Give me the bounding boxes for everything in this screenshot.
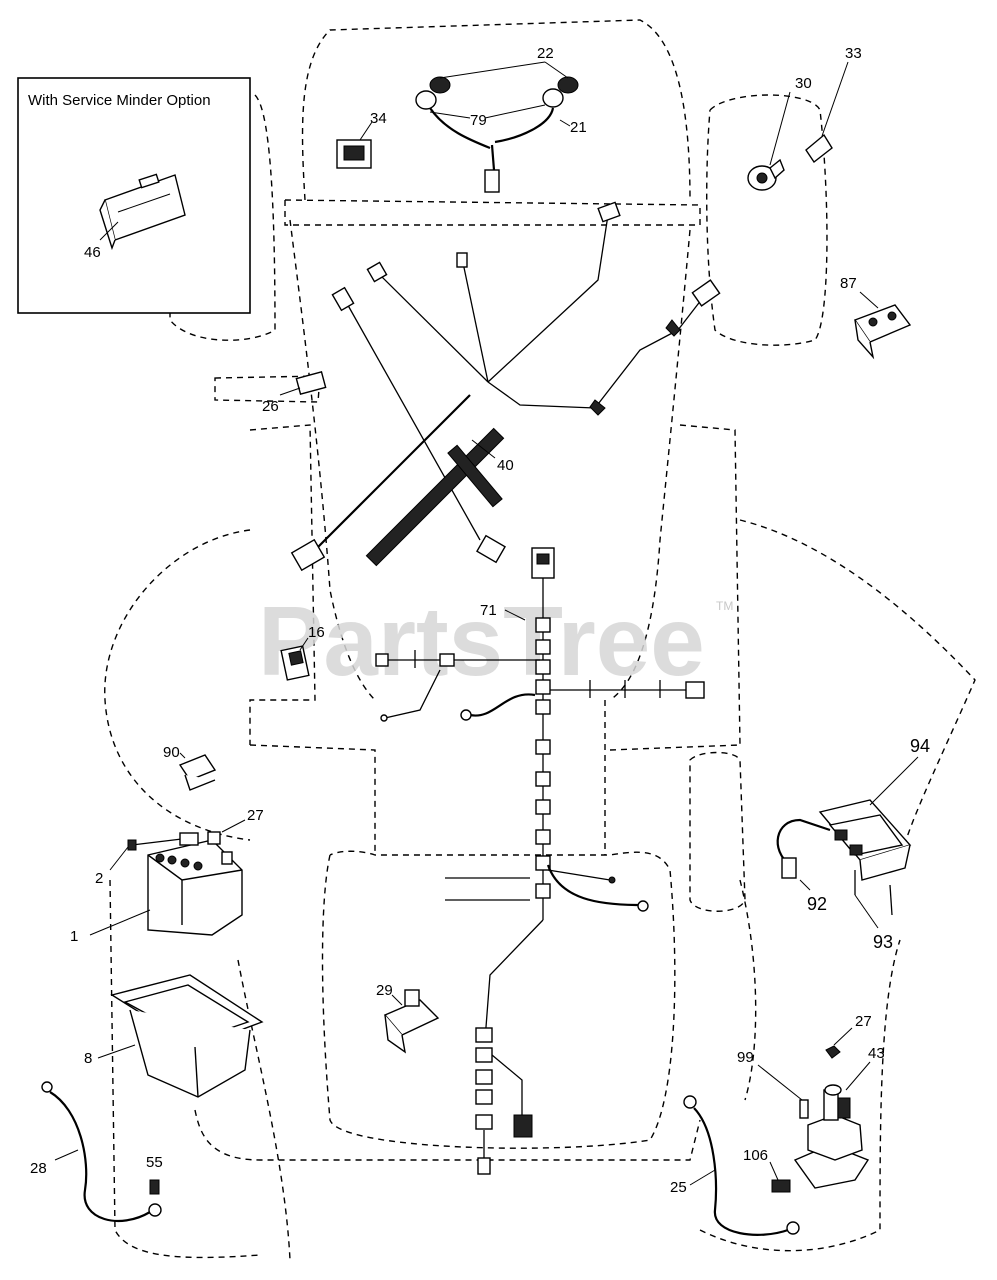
callout-27-solenoid: 27 [855,1013,872,1030]
callout-79: 79 [470,112,487,129]
rear-wire-harness [375,547,705,1175]
watermark-text: PartsTree [258,586,705,696]
clip-icon [799,1099,809,1119]
callout-28: 28 [30,1160,47,1177]
bracket-icon [178,754,217,791]
main-wire-harness [290,201,721,572]
callout-25: 25 [670,1179,687,1196]
control-module-icon [818,799,912,881]
callout-94: 94 [910,736,930,756]
callout-87: 87 [840,275,857,292]
callout-99: 99 [737,1049,754,1066]
callout-30: 30 [795,75,812,92]
callout-106: 106 [743,1147,768,1164]
solenoid-relay-icon [853,304,912,360]
callout-33: 33 [845,45,862,62]
callout-29: 29 [376,982,393,999]
callout-2: 2 [95,870,103,887]
ignition-key-icon [805,133,833,164]
hour-meter-icon [99,173,186,251]
ground-cable-icon [683,1095,800,1236]
callout-55: 55 [146,1154,163,1171]
terminal-bolt-icon [127,831,221,851]
callout-21: 21 [570,119,587,136]
callout-90: 90 [163,744,180,761]
callout-46: 46 [84,244,101,261]
watermark-trademark: TM [716,599,733,613]
chassis-outline [104,19,976,1261]
callout-26: 26 [262,398,279,415]
screw-icon [149,1179,160,1195]
starter-solenoid-icon [793,1084,870,1189]
callout-92: 92 [807,894,827,914]
callout-43: 43 [868,1045,885,1062]
clamp-icon [771,1179,791,1193]
callout-40: 40 [497,457,514,474]
battery-tray-icon [110,974,264,1098]
callout-8: 8 [84,1050,92,1067]
callout-34: 34 [370,110,387,127]
callout-93: 93 [873,932,893,952]
rocker-switch-icon [336,139,372,169]
callout-71: 71 [480,602,497,619]
seat-switch-icon [280,645,310,681]
hex-nut-icon [825,1045,841,1059]
callout-27-battery: 27 [247,807,264,824]
inset-title: With Service Minder Option [28,92,211,109]
battery-icon [147,839,243,936]
callout-1: 1 [70,928,78,945]
ignition-switch-icon [747,158,785,191]
callout-16: 16 [308,624,325,641]
battery-cable-icon [41,1081,162,1223]
callout-22: 22 [537,45,554,62]
reverse-switch-icon [383,989,440,1054]
service-minder-inset: With Service Minder Option 46 [17,77,251,314]
module-harness-icon [776,818,831,879]
headlight-harness [415,61,579,193]
